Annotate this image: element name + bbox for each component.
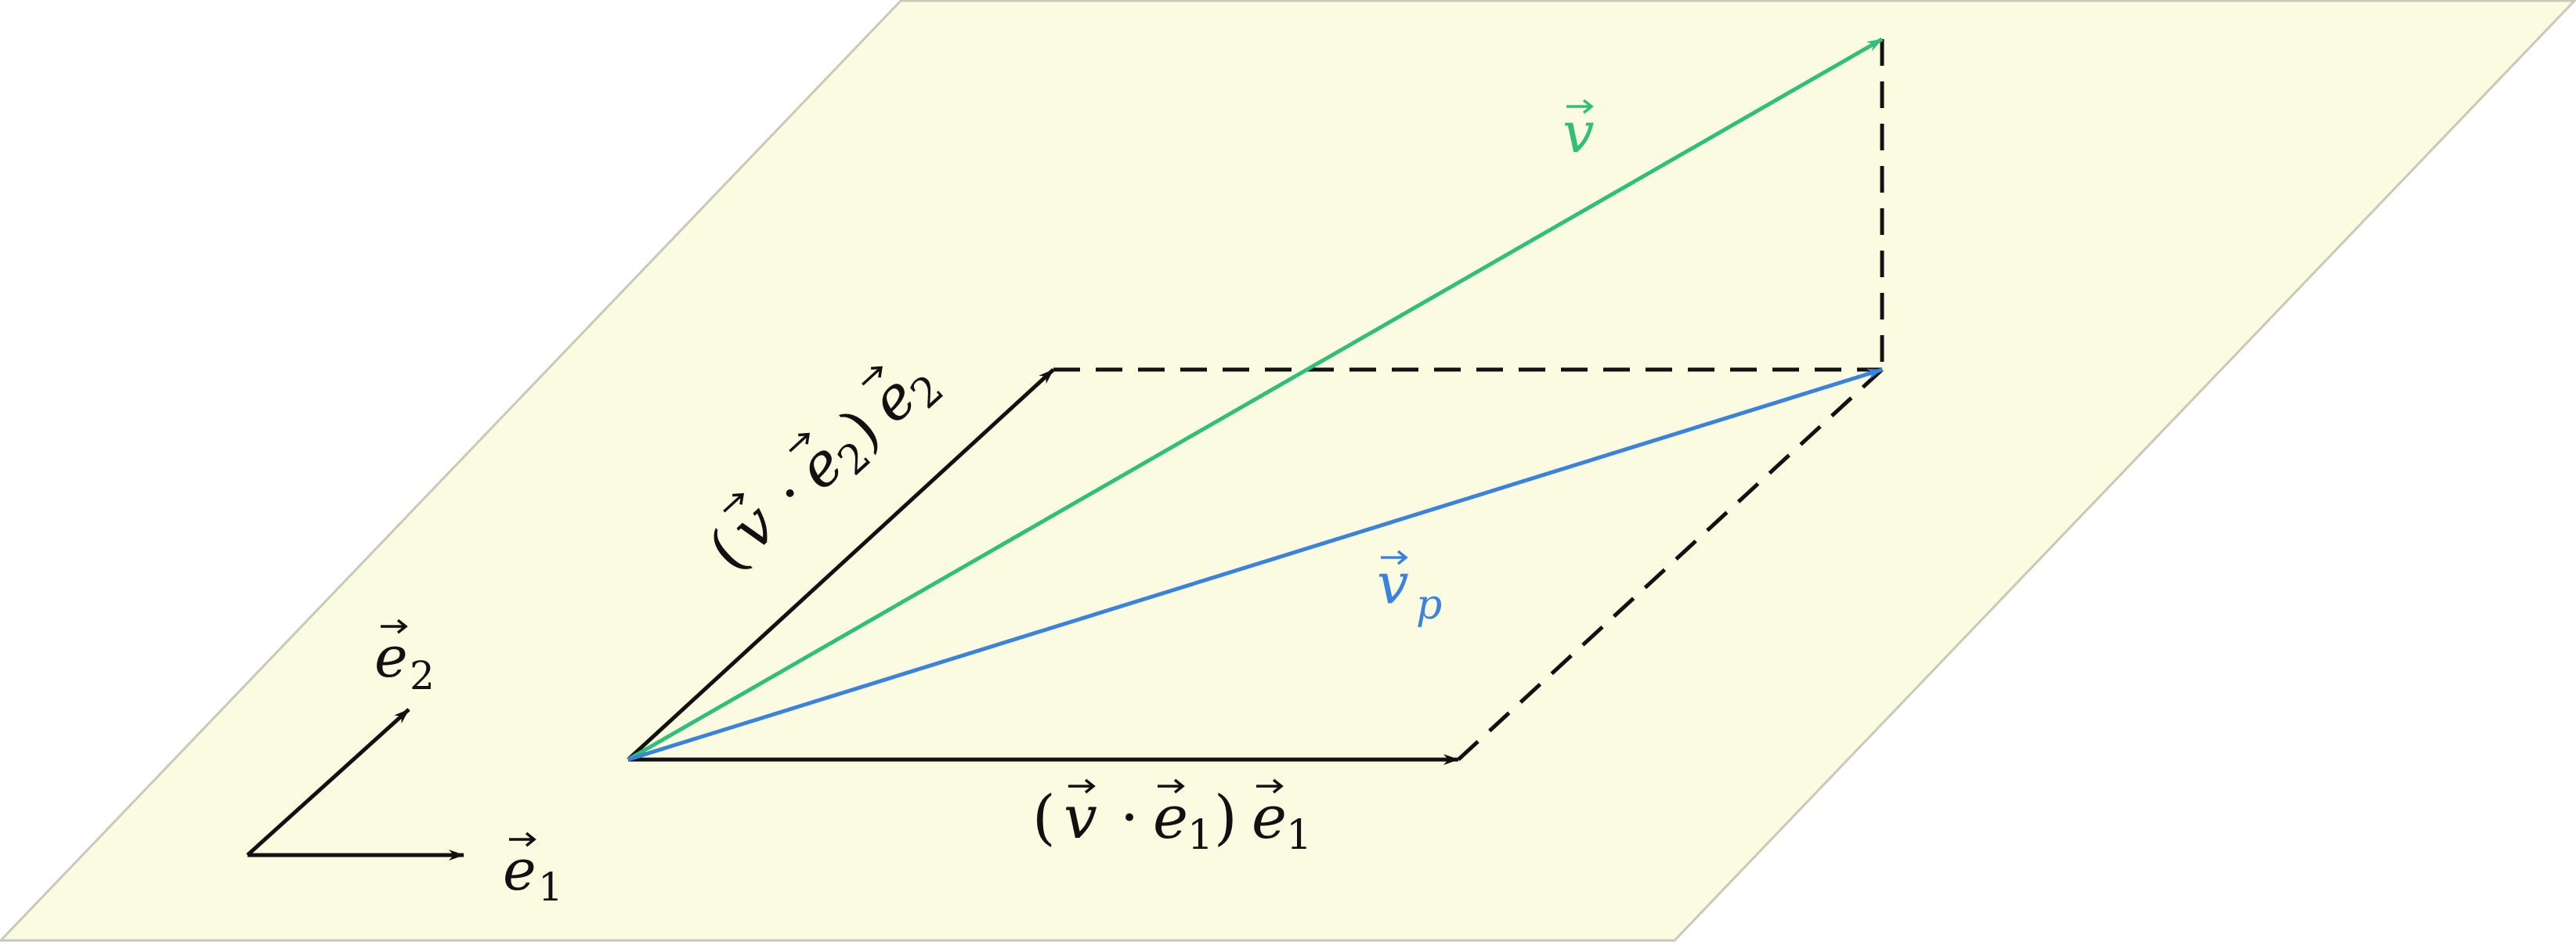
comp1-dot: ·: [1120, 782, 1139, 852]
label-vp-sub: p: [1416, 582, 1442, 629]
label-vp-vec-arrow: [1381, 550, 1408, 565]
label-vp-base: v: [1377, 550, 1409, 616]
label-e1-vec-arrow: [509, 832, 537, 847]
label-v-vec-arrow: [1566, 99, 1594, 114]
vector-vp-arrow: [627, 367, 1883, 762]
component-e2-arrow: [627, 368, 1055, 761]
comp1-e-after: e: [1252, 782, 1287, 852]
comp2-vec-arrows: [723, 366, 883, 513]
comp1-e-sub: 1: [1187, 812, 1213, 859]
comp1-vec-arrows: [1068, 778, 1284, 794]
label-e2-base: e: [374, 624, 408, 690]
vector-v-arrow: [627, 37, 1884, 762]
comp1-e-after-sub: 1: [1286, 812, 1312, 859]
comp1-open-paren: (: [1032, 782, 1056, 852]
label-e2-sub: 2: [410, 653, 435, 698]
label-v: v: [1563, 99, 1595, 165]
label-e2: e 2: [374, 619, 435, 698]
dashed-right-edge: [1457, 368, 1884, 761]
comp1-v: v: [1064, 782, 1097, 852]
label-component-e1: ( v · e 1 ) e 1: [1032, 778, 1312, 859]
label-e1-base: e: [503, 837, 537, 903]
label-v-base: v: [1563, 99, 1595, 165]
comp1-close-paren: ): [1214, 782, 1237, 852]
label-vp: v p: [1377, 550, 1442, 629]
label-e2-vec-arrow: [381, 619, 408, 634]
label-e1-sub: 1: [538, 864, 563, 910]
comp1-e: e: [1153, 782, 1188, 852]
label-e1: e 1: [503, 832, 563, 910]
basis-e2-arrow: [246, 708, 410, 857]
